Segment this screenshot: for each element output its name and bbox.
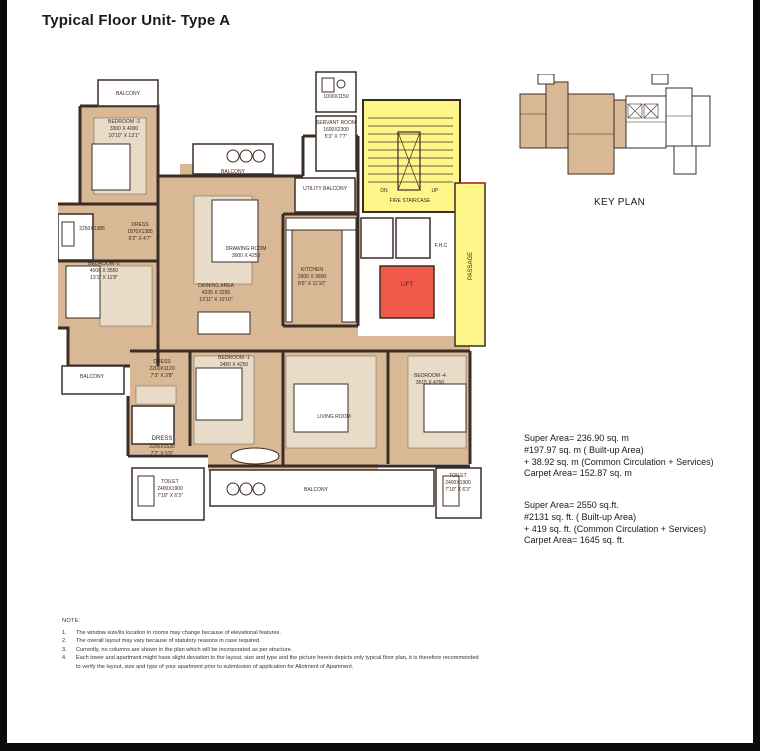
label-lift: LIFT: [401, 282, 414, 288]
label-bedroom4: BEDROOM -4: [414, 373, 446, 379]
label-dress2-dims: 2200X1120: [149, 366, 174, 372]
fire-staircase: [362, 99, 461, 213]
common-area-imperial: + 419 sq. ft. (Common Circulation + Serv…: [524, 523, 707, 534]
label-balcony-left: BALCONY: [80, 374, 105, 380]
frame-left: [0, 0, 7, 751]
super-area-imperial: Super Area= 2550 sq.ft.: [524, 500, 619, 510]
room-labels: BALCONY BEDROOM -3 3300 X 4000 10'10" X …: [79, 91, 474, 499]
label-toilet3-dims: 2400X1900: [157, 486, 183, 492]
label-toilet3: TOILET: [161, 479, 178, 485]
label-dress3-dims: 2200X1530: [149, 444, 175, 450]
label-dress2: DRESS: [153, 359, 171, 365]
label-bedroom2: BEDROOM -2: [88, 261, 120, 267]
label-fire-staircase: FIRE STAIRCASE: [390, 198, 431, 204]
lift: [379, 265, 435, 319]
label-up: UP: [432, 188, 440, 194]
stair-treads: [368, 117, 453, 191]
carpet-area-imperial: Carpet Area= 1645 sq. ft.: [524, 535, 625, 546]
frame-right: [753, 0, 760, 751]
label-dress1-dims: 1870X1385: [127, 229, 153, 235]
label-dress1-dims2: 6'2" X 4'7": [129, 236, 152, 242]
area-metric: Super Area= 236.90 sq. m #197.97 sq. m (…: [524, 433, 714, 480]
label-toilet4: TOILET: [449, 473, 466, 479]
label-balcony-top: BALCONY: [116, 91, 141, 97]
notes: NOTE: 1. The window size/its location in…: [62, 617, 482, 672]
note-text: The overall layout may vary because of s…: [76, 638, 261, 645]
label-dress1: DRESS: [131, 222, 149, 228]
label-passage: PASSAGE: [468, 252, 474, 280]
label-toilet-servant: 1000X1150: [323, 94, 348, 100]
builtup-area-imperial: #2131 sq. ft. ( Built-up Area): [524, 511, 637, 522]
label-drawing-room: DRAWING ROOM: [226, 246, 267, 252]
label-bedroom3-dims: 3300 X 4000: [110, 126, 139, 132]
label-bedroom3: BEDROOM -3: [108, 119, 140, 125]
area-imperial: Super Area= 2550 sq.ft. #2131 sq. ft. ( …: [524, 500, 706, 547]
frame-bottom: [0, 743, 760, 751]
label-servant-room: SERVANT ROOM: [316, 120, 356, 126]
note-number: 4.: [62, 655, 67, 662]
label-kitchen-dims2: 8'6" X 11'10": [298, 281, 326, 287]
label-bedroom2-dims2: 13'1" X 11'8": [90, 275, 118, 281]
common-area-metric: + 38.92 sq. m (Common Circulation + Serv…: [524, 456, 714, 467]
builtup-area-metric: #197.97 sq. m ( Built-up Area): [524, 444, 644, 455]
label-dn: DN: [380, 188, 388, 194]
note-text: Each tower and apartment might have slig…: [76, 655, 479, 670]
note-item: 1. The window size/its location in rooms…: [62, 629, 482, 638]
label-fhc: F.H.C: [435, 243, 448, 249]
key-plan-label: KEY PLAN: [594, 197, 646, 208]
label-kitchen: KITCHEN: [301, 267, 323, 273]
kitchen-counter: [285, 217, 357, 323]
furniture: [65, 143, 467, 496]
walls: [58, 104, 472, 468]
note-number: 1.: [62, 629, 67, 636]
note-text: Currently, no columns are shown in the p…: [76, 646, 293, 653]
label-dining: DINNING AREA: [198, 283, 235, 289]
note-item: 3. Currently, no columns are shown in th…: [62, 646, 482, 655]
page-title: Typical Floor Unit- Type A: [42, 12, 231, 29]
carpet-area-metric: Carpet Area= 152.87 sq. m: [524, 468, 632, 479]
note-number: 2.: [62, 638, 67, 645]
label-toilet1: 2250X1385: [79, 226, 105, 232]
notes-title: NOTE:: [62, 618, 81, 624]
label-balcony-mid: BALCONY: [221, 169, 246, 175]
label-living-room: LIVING ROOM: [317, 414, 350, 420]
floor-plan: BALCONY BEDROOM -3 3300 X 4000 10'10" X …: [58, 71, 486, 521]
label-bedroom1-dims: 3450 X 4250: [220, 362, 249, 368]
label-dining-dims: 4235 X 3295: [202, 290, 231, 296]
note-text: The window size/its location in rooms ma…: [76, 629, 281, 636]
key-plan-diagram: [519, 74, 711, 175]
passage: [454, 182, 486, 347]
label-toilet4-dims: 2400X1900: [445, 480, 471, 486]
label-dining-dims2: 13'11" X 10'10": [199, 297, 233, 303]
label-bedroom3-dims2: 10'10" X 13'1": [108, 133, 139, 139]
label-dress3-dims2: 7'2" X 5'0": [151, 451, 174, 457]
label-bedroom1: BEDROOM -1: [218, 355, 250, 361]
label-drawing-dims: 3000 X 4250: [232, 253, 261, 259]
note-item: 2. The overall layout may vary because o…: [62, 637, 482, 646]
label-toilet3-dims2: 7'10" X 6'3": [157, 493, 183, 499]
label-servant-dims: 1600X2300: [323, 127, 349, 133]
label-utility-balcony: UTILITY BALCONY: [303, 186, 347, 192]
fixtures: [61, 77, 460, 507]
label-toilet4-dims2: 7'10" X 6'3": [445, 487, 471, 493]
label-bedroom2-dims: 4000 X 3550: [90, 268, 119, 274]
note-item: 4. Each tower and apartment might have s…: [62, 654, 482, 671]
super-area-metric: Super Area= 236.90 sq. m: [524, 433, 629, 443]
label-dress3: DRESS: [152, 436, 173, 442]
label-balcony-bottom: BALCONY: [304, 487, 329, 493]
note-number: 3.: [62, 646, 67, 653]
label-servant-dims2: 5'3" X 7'7": [325, 134, 348, 140]
label-bedroom4-dims: 3515 X 4250: [416, 380, 445, 386]
label-kitchen-dims: 2600 X 3600: [298, 274, 327, 280]
label-dress2-dims2: 7'3" X 3'8": [151, 373, 174, 379]
